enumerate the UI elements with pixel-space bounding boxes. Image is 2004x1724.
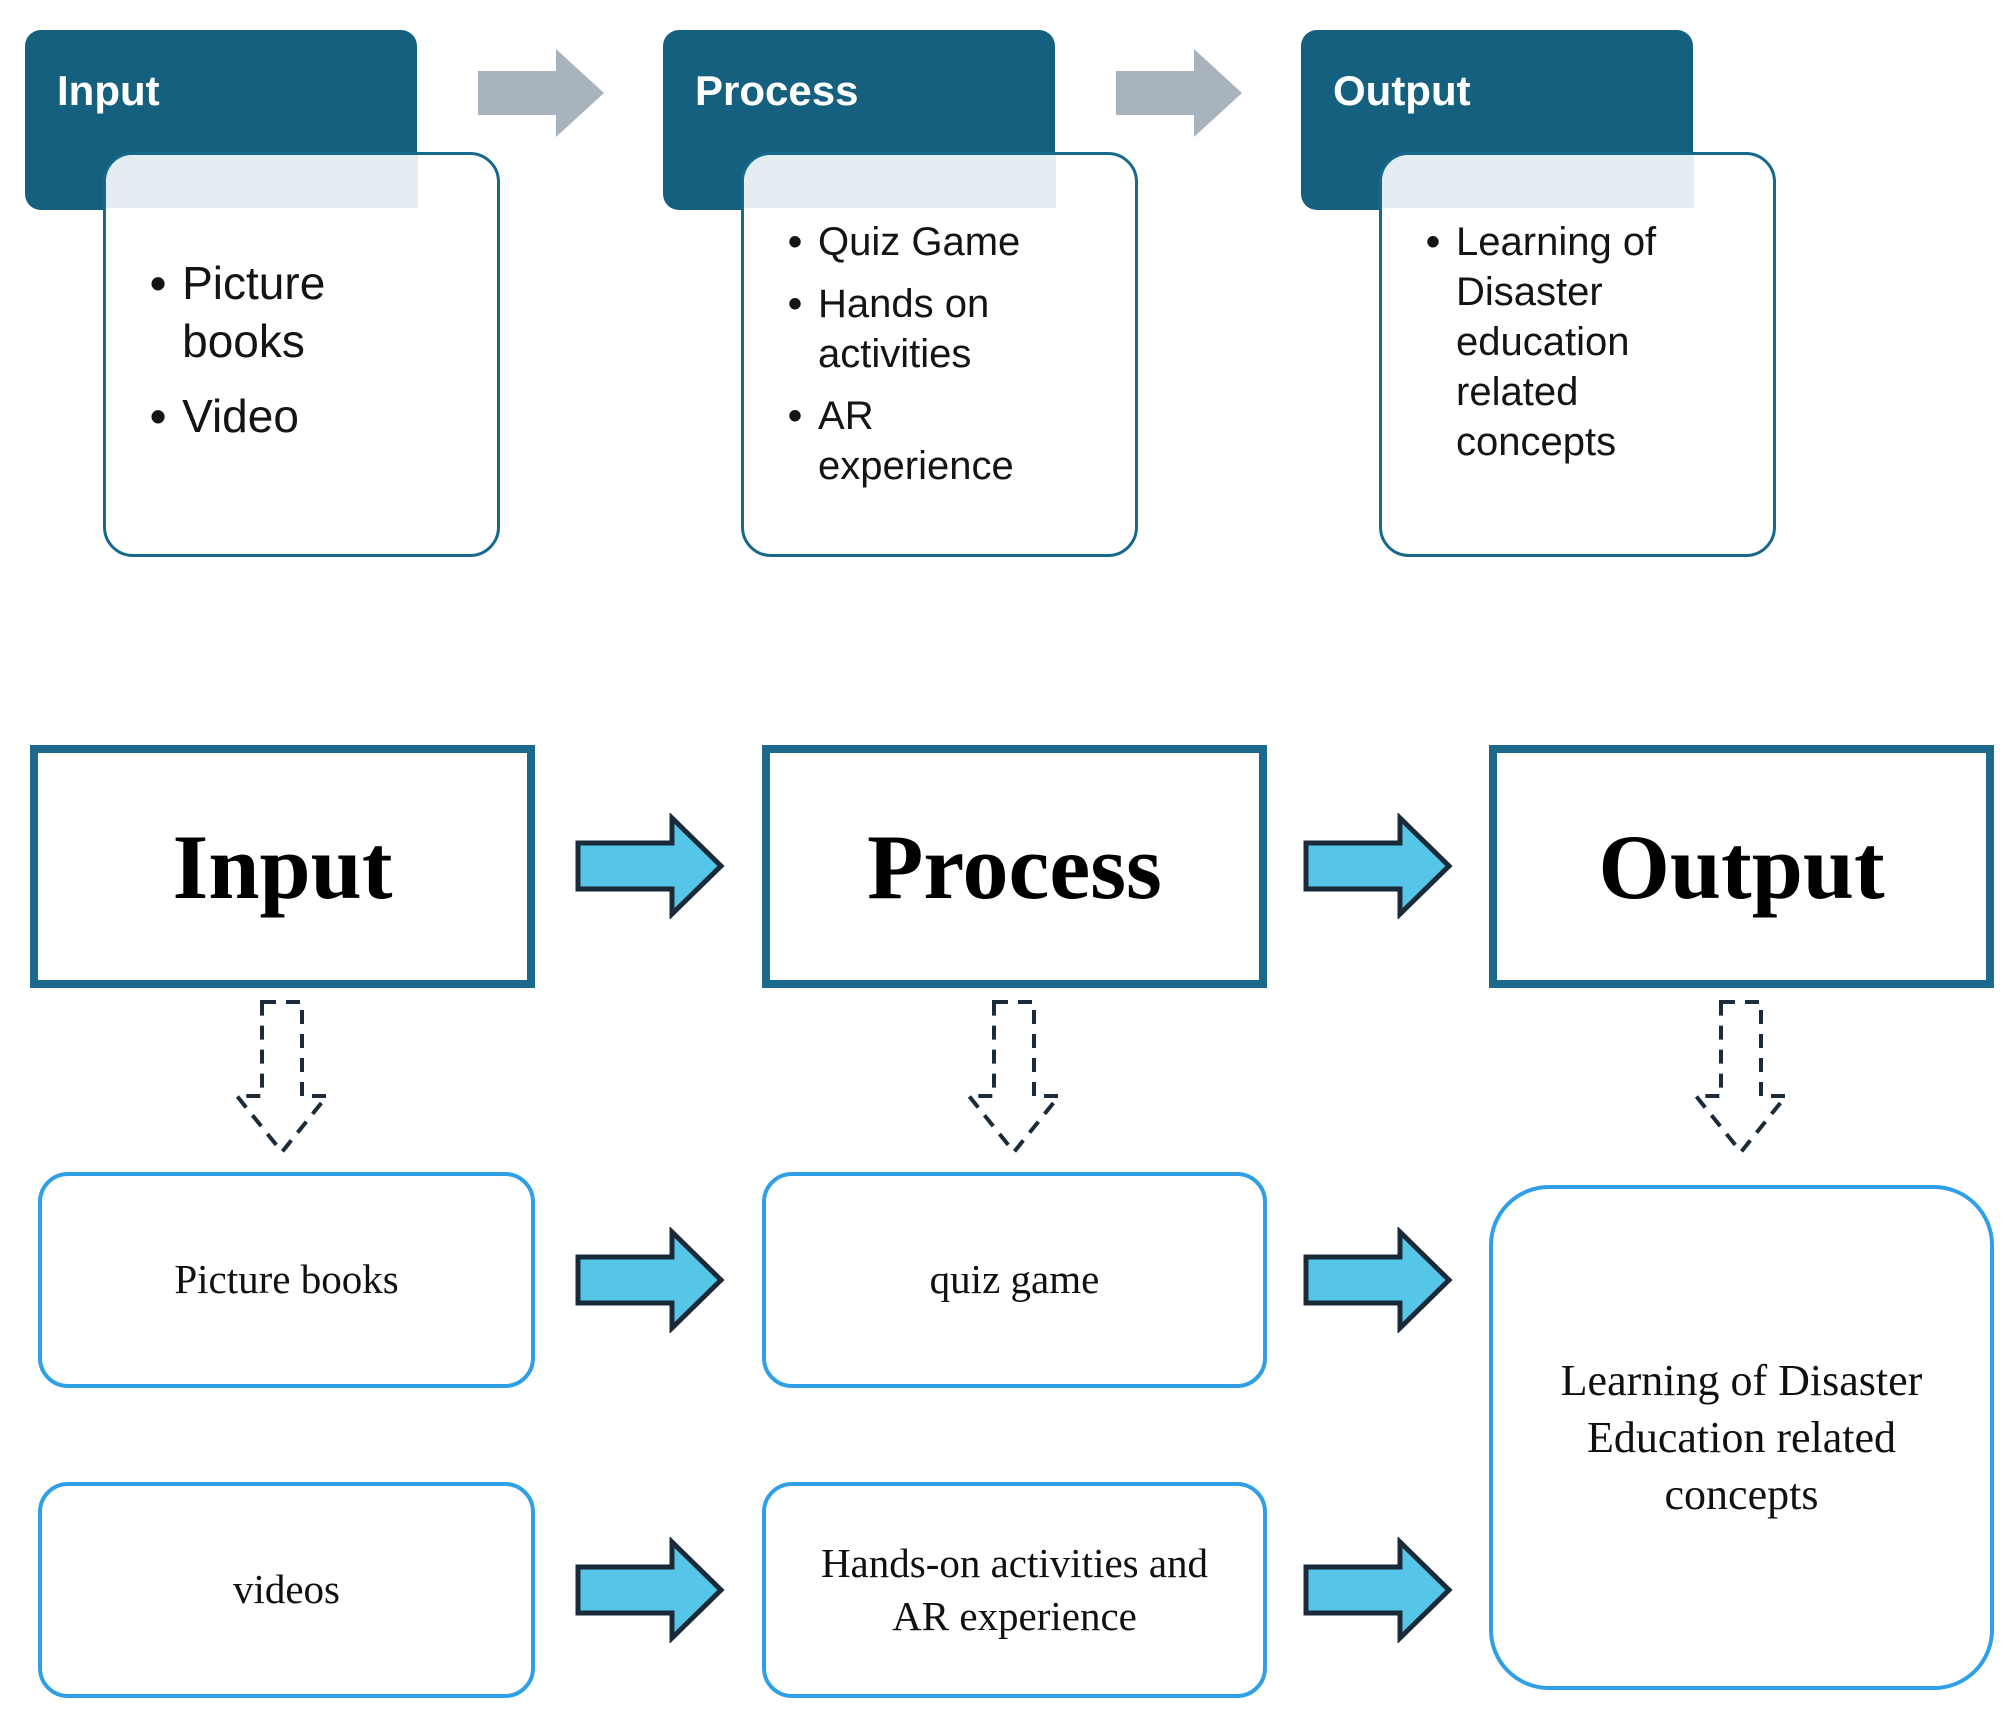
cyan-arrow-right-icon xyxy=(575,813,725,919)
top-process-card: Quiz Game Hands on activities AR experie… xyxy=(741,152,1138,557)
dashed-arrow-down-icon xyxy=(1693,1000,1789,1155)
gray-arrow-right-icon xyxy=(478,49,604,137)
bullet-item-label: Video xyxy=(182,390,299,442)
stage-box-output: Output xyxy=(1489,745,1994,988)
bullet-item: Picture books xyxy=(150,255,412,370)
top-output-card: Learning of Disaster education related c… xyxy=(1379,152,1776,557)
top-process-bullet-list: Quiz Game Hands on activities AR experie… xyxy=(788,217,1058,503)
sub-box-label: Picture books xyxy=(174,1256,399,1303)
sub-box-label: Hands-on activities and AR experience xyxy=(820,1539,1209,1639)
bullet-item: AR experience xyxy=(788,391,1058,491)
sub-box-label: videos xyxy=(232,1566,341,1613)
dashed-arrow-down-icon xyxy=(966,1000,1062,1155)
gray-arrow-right-icon xyxy=(1116,49,1242,137)
cyan-arrow-right-icon xyxy=(575,1537,725,1643)
sub-box-hands-on: Hands-on activities and AR experience xyxy=(762,1482,1267,1698)
sub-box-label: quiz game xyxy=(929,1256,1100,1303)
bullet-item-label: AR experience xyxy=(818,394,1014,488)
cyan-arrow-right-icon xyxy=(575,1227,725,1333)
bullet-item-label: Learning of Disaster education related c… xyxy=(1456,220,1657,464)
top-input-bullet-list: Picture books Video xyxy=(150,255,412,464)
sub-box-videos: videos xyxy=(38,1482,535,1698)
bullet-item: Learning of Disaster education related c… xyxy=(1426,217,1706,467)
bullet-item: Video xyxy=(150,388,412,446)
card-accent-band xyxy=(106,155,418,208)
bullet-item-label: Picture books xyxy=(182,257,326,367)
top-output-bullet-list: Learning of Disaster education related c… xyxy=(1426,217,1706,479)
card-accent-band xyxy=(1382,155,1694,208)
cyan-arrow-right-icon xyxy=(1303,813,1453,919)
sub-box-quiz-game: quiz game xyxy=(762,1172,1267,1388)
cyan-arrow-right-icon xyxy=(1303,1537,1453,1643)
dashed-arrow-down-icon xyxy=(234,1000,330,1155)
card-accent-band xyxy=(744,155,1056,208)
stage-box-input: Input xyxy=(30,745,535,988)
bullet-item: Hands on activities xyxy=(788,279,1058,379)
bullet-item-label: Hands on activities xyxy=(818,282,990,376)
top-input-card: Picture books Video xyxy=(103,152,500,557)
sub-box-label: Learning of Disaster Education related c… xyxy=(1560,1355,1923,1520)
sub-box-learning-output: Learning of Disaster Education related c… xyxy=(1489,1185,1994,1690)
bullet-item: Quiz Game xyxy=(788,217,1058,267)
stage-box-process: Process xyxy=(762,745,1267,988)
bullet-item-label: Quiz Game xyxy=(818,220,1021,264)
cyan-arrow-right-icon xyxy=(1303,1227,1453,1333)
sub-box-picture-books: Picture books xyxy=(38,1172,535,1388)
